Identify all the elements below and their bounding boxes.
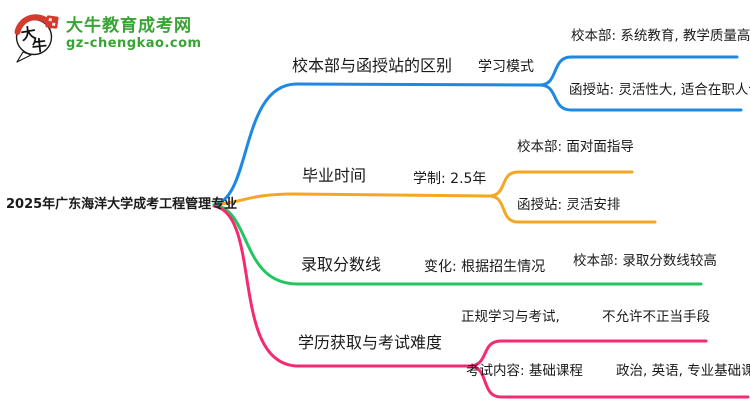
leaf-campus-higher-score: 校本部: 录取分数线较高	[573, 253, 717, 269]
branch-green-main-line	[212, 203, 703, 286]
red-seal-stamp	[45, 15, 59, 29]
branch-pink-main-line	[212, 204, 471, 368]
branch-pink-bottom-leaf-line	[467, 364, 750, 399]
node-campus-vs-station: 校本部与函授站的区别	[292, 56, 453, 75]
node-degree-and-exam: 学历获取与考试难度	[298, 333, 443, 352]
branch-orange-top-leaf-line	[487, 170, 634, 198]
site-logo[interactable]: 大 牛 大牛教育成考网 gz-chengkao.com	[10, 8, 202, 64]
node-graduation-time: 毕业时间	[302, 166, 367, 185]
logo-text: 大牛教育成考网 gz-chengkao.com	[66, 8, 202, 52]
leaf-station-flexible: 函授站: 灵活性大, 适合在职人士	[569, 82, 750, 98]
leaf-exam-content: 考试内容: 基础课程	[466, 363, 583, 379]
central-topic: 2025年广东海洋大学成考工程管理专业	[6, 197, 238, 212]
leaf-formal-study: 正规学习与考试,	[461, 309, 560, 325]
svg-text:大: 大	[20, 24, 38, 44]
leaf-station-arrange: 函授站: 灵活安排	[517, 197, 621, 213]
node-schooling-length: 学制: 2.5年	[413, 171, 487, 187]
leaf-no-cheating: 不允许不正当手段	[602, 309, 710, 325]
node-score-changes: 变化: 根据招生情况	[424, 259, 546, 275]
leaf-campus-systematic: 校本部: 系统教育, 教学质量高	[571, 28, 750, 44]
node-admission-score: 录取分数线	[301, 255, 382, 274]
branch-blue-main-line	[212, 82, 542, 207]
leaf-campus-facetoface: 校本部: 面对面指导	[517, 139, 634, 155]
branch-blue-top-leaf-line	[538, 55, 739, 87]
svg-text:牛: 牛	[31, 36, 48, 55]
logo-subtitle: gz-chengkao.com	[66, 36, 202, 52]
branch-pink-top-leaf-line	[467, 339, 708, 368]
branch-orange-bottom-leaf-line	[487, 194, 657, 224]
branch-orange-main-line	[212, 192, 491, 207]
node-study-mode: 学习模式	[478, 59, 534, 75]
branch-blue-bottom-leaf-line	[538, 83, 743, 112]
daniu-seal-icon: 大 牛	[14, 14, 59, 63]
logo-title: 大牛教育成考网	[66, 16, 192, 36]
leaf-exam-subjects: 政治, 英语, 专业基础课	[616, 363, 750, 379]
